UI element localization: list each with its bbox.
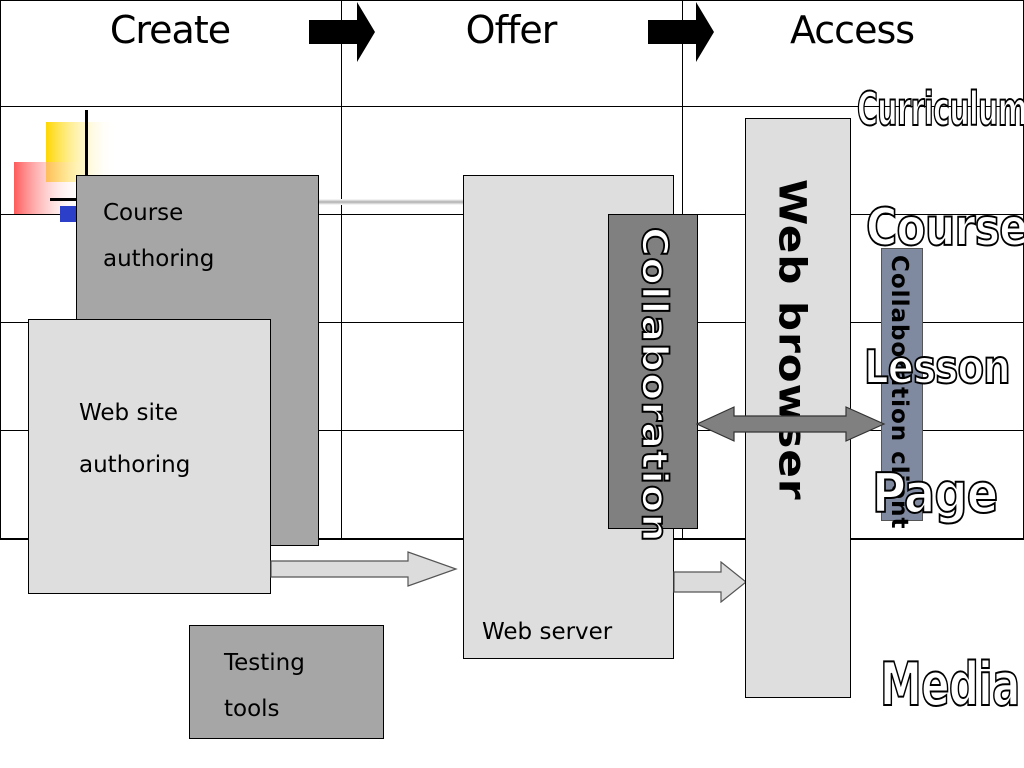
grid-line-col1 — [341, 0, 342, 540]
hierarchy-course: Course — [865, 197, 1024, 259]
column-title-offer: Offer — [465, 8, 558, 52]
testing-tools-label-line2: tools — [224, 696, 280, 722]
web-server-label: Web server — [482, 619, 613, 645]
server-to-browser-arrow-icon — [673, 561, 747, 603]
web-site-authoring-box: Web site authoring — [28, 319, 271, 594]
web-site-authoring-label-line1: Web site — [79, 400, 178, 426]
course-authoring-label-line1: Course — [103, 200, 184, 226]
web-browser-label: Web browser — [770, 179, 815, 501]
hierarchy-lesson: Lesson — [863, 339, 1011, 395]
hierarchy-curriculum: Curriculum — [856, 81, 1024, 137]
web-browser-box: Web browser — [745, 118, 851, 698]
course-authoring-label-line2: authoring — [103, 246, 215, 272]
collaboration-client-label: Collaboration client — [886, 255, 912, 530]
grid-line-left — [0, 0, 1, 540]
grid-line-top — [0, 0, 1024, 1]
connector-line — [318, 199, 468, 205]
hierarchy-page: Page — [871, 461, 999, 526]
create-to-offer-arrow-icon — [309, 2, 375, 62]
hierarchy-media: Media — [879, 649, 1021, 721]
column-title-create: Create — [109, 8, 231, 52]
collaboration-double-arrow-icon — [696, 406, 886, 442]
testing-tools-label-line1: Testing — [224, 650, 305, 676]
collaboration-label: Collaboration — [632, 226, 675, 544]
testing-tools-box: Testing tools — [189, 625, 384, 739]
grid-line-row1 — [0, 106, 1024, 107]
collaboration-client-box: Collaboration client — [881, 248, 923, 530]
offer-to-access-arrow-icon — [648, 2, 714, 62]
column-title-access: Access — [789, 8, 915, 52]
decorative-logo-icon — [14, 110, 140, 222]
web-site-authoring-label-line2: authoring — [79, 452, 191, 478]
collaboration-box: Collaboration — [608, 214, 698, 544]
authoring-to-server-arrow-icon — [270, 551, 458, 587]
